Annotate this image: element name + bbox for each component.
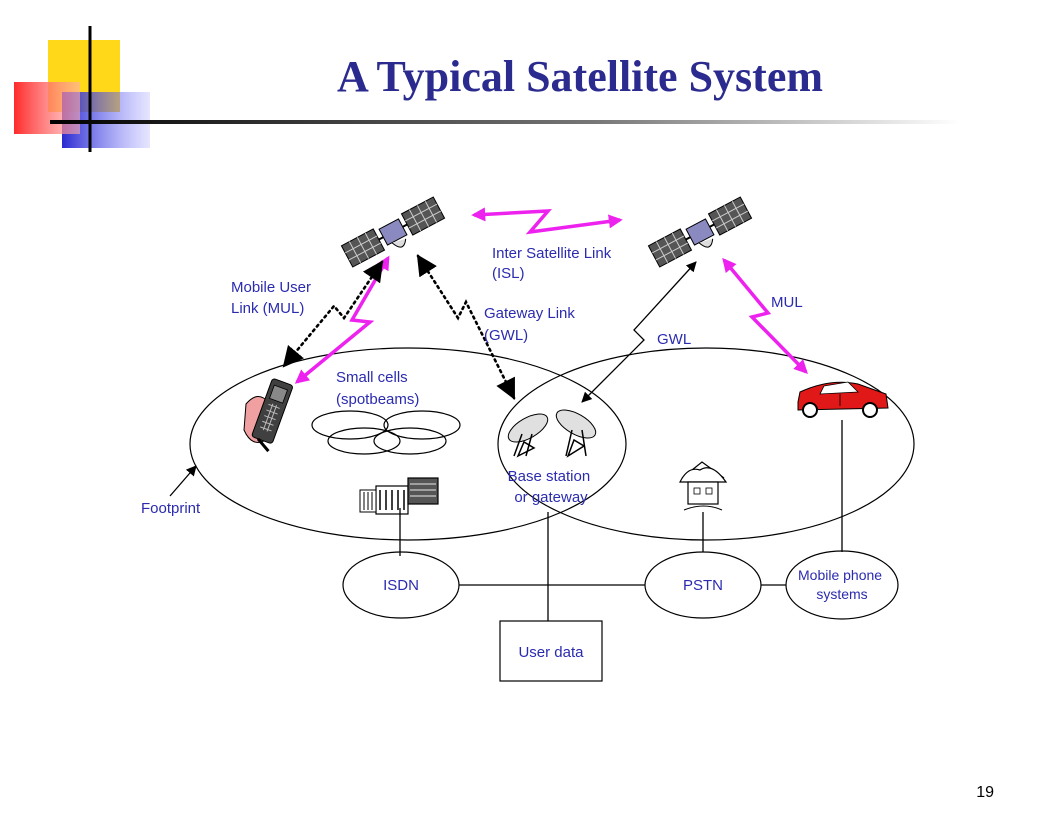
gwl-right-label: GWL [657, 331, 691, 348]
user-data-box [499, 620, 603, 682]
isl-link [471, 207, 623, 235]
mobile-phone-systems-label: Mobile phone systems [798, 567, 886, 602]
network-lines [399, 420, 843, 621]
pstn-node [644, 551, 762, 619]
corner-decoration [14, 26, 960, 152]
satellite-dish-icon [507, 409, 597, 458]
isdn-label: ISDN [383, 577, 419, 594]
satellite-icon [647, 196, 753, 268]
footprint-pointer [169, 465, 197, 497]
mul-right-label: MUL [771, 294, 803, 311]
gateway-link-dotted [416, 254, 516, 400]
mul-left-label: Mobile User Link (MUL) [231, 279, 315, 317]
isdn-node [342, 551, 460, 619]
pstn-label: PSTN [683, 577, 723, 594]
mobile-phone-systems-node [785, 550, 899, 620]
page-title: A Typical Satellite System [337, 52, 823, 101]
mobile-phone-icon [243, 378, 293, 453]
house-icon [679, 461, 728, 511]
footprint-left-ellipse [189, 347, 627, 541]
dotted-link-phone [282, 260, 384, 368]
car-icon [797, 381, 889, 418]
user-data-label: User data [518, 644, 584, 661]
base-station-label: Base station or gateway [508, 468, 595, 506]
mul-link-left [294, 255, 390, 384]
office-building-icon [359, 477, 439, 515]
gateway-link-right [581, 261, 697, 403]
small-cells-label: Small cells (spotbeams) [336, 369, 419, 408]
page-number: 19 [976, 784, 994, 801]
satellite-icon [340, 196, 446, 268]
footprint-right-ellipse [497, 347, 915, 541]
mul-link-right [722, 257, 808, 374]
spotbeams [311, 410, 461, 455]
gwl-left-label: Gateway Link (GWL) [484, 305, 579, 344]
isl-label: Inter Satellite Link (ISL) [492, 245, 615, 282]
footprint-label: Footprint [141, 500, 201, 517]
